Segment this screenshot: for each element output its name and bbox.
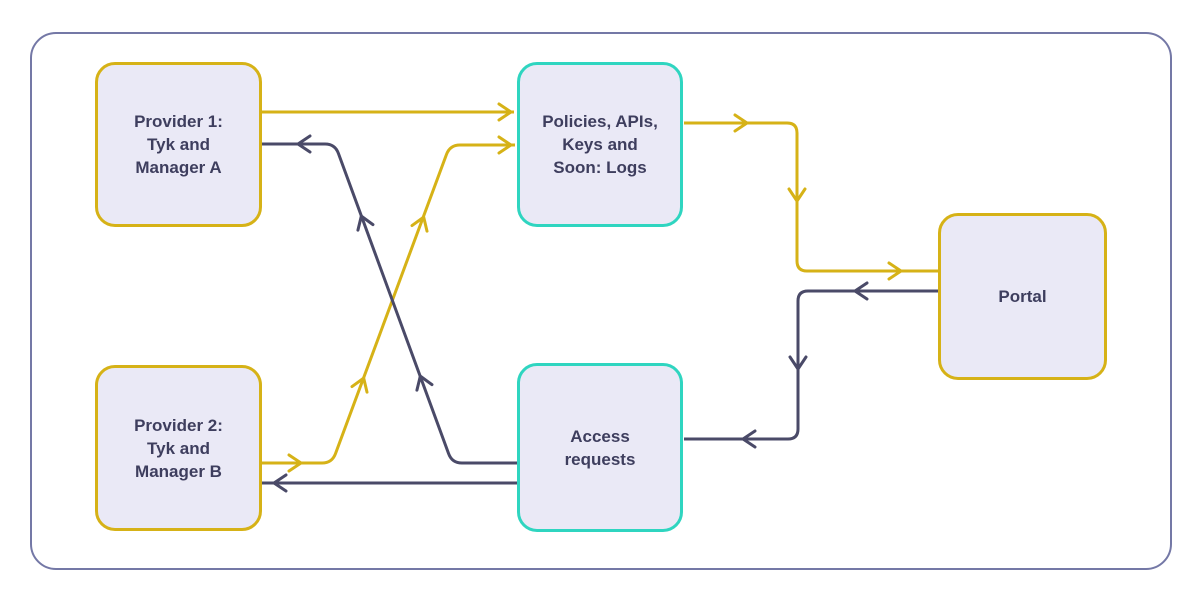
arrow-up-right-icon bbox=[410, 215, 429, 233]
edge-line bbox=[684, 121, 938, 273]
edge-access-to-provider1 bbox=[262, 134, 517, 465]
arrow-right-icon bbox=[287, 453, 303, 473]
arrow-down-icon bbox=[788, 355, 808, 371]
arrow-right-icon bbox=[733, 113, 749, 133]
node-access-requests: Access requests bbox=[517, 363, 683, 532]
node-policies-apis-keys: Policies, APIs, Keys and Soon: Logs bbox=[517, 62, 683, 227]
node-provider-2-label: Provider 2: Tyk and Manager B bbox=[134, 415, 223, 481]
arrow-down-icon bbox=[787, 187, 807, 203]
node-policies-label: Policies, APIs, Keys and Soon: Logs bbox=[542, 112, 658, 177]
arrow-left-icon bbox=[296, 134, 312, 154]
edge-portal-to-access bbox=[684, 281, 938, 449]
node-provider-1: Provider 1: Tyk and Manager A bbox=[95, 62, 262, 227]
arrow-left-icon bbox=[741, 429, 757, 449]
edge-provider1-to-policies bbox=[262, 102, 514, 122]
arrow-up-right-icon bbox=[350, 376, 369, 394]
arrow-left-icon bbox=[853, 281, 869, 301]
edge-provider2-to-policies bbox=[262, 135, 515, 473]
edge-line bbox=[262, 143, 515, 465]
node-access-label: Access requests bbox=[564, 426, 636, 469]
node-portal-label: Portal bbox=[998, 287, 1047, 306]
arrow-right-icon bbox=[497, 135, 513, 155]
arrow-up-left-icon bbox=[415, 374, 434, 392]
arrow-right-icon bbox=[887, 261, 903, 281]
arrow-left-icon bbox=[272, 473, 288, 493]
arrow-right-icon bbox=[497, 102, 513, 122]
edge-line bbox=[262, 142, 517, 465]
node-provider-1-label: Provider 1: Tyk and Manager A bbox=[134, 112, 223, 177]
arrow-up-left-icon bbox=[356, 214, 375, 232]
edge-line bbox=[684, 289, 938, 441]
edge-policies-to-portal bbox=[684, 113, 938, 281]
edge-access-to-provider2 bbox=[262, 473, 517, 493]
node-provider-2: Provider 2: Tyk and Manager B bbox=[95, 365, 262, 531]
node-portal: Portal bbox=[938, 213, 1107, 380]
